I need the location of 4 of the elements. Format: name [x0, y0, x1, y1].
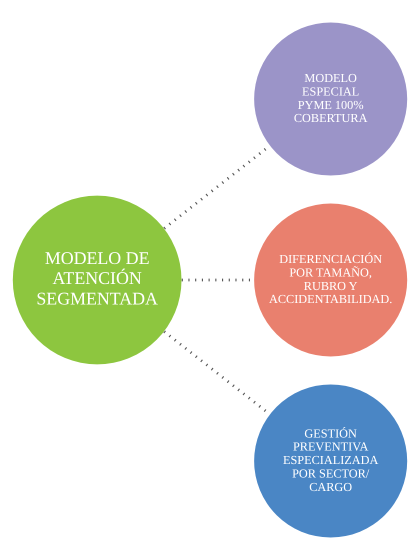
node-circle: DIFERENCIACIÓN POR TAMAÑO, RUBRO Y ACCIDENTABILIDAD. — [254, 203, 408, 357]
node-circle: MODELO ESPECIAL PYME 100% COBERTURA — [254, 22, 408, 176]
node-circle: MODELO DE ATENCIÓN SEGMENTADA — [12, 196, 182, 364]
node-circle: GESTIÓN PREVENTIVA ESPECIALIZADA POR SECTOR/ CARGO — [254, 384, 408, 538]
